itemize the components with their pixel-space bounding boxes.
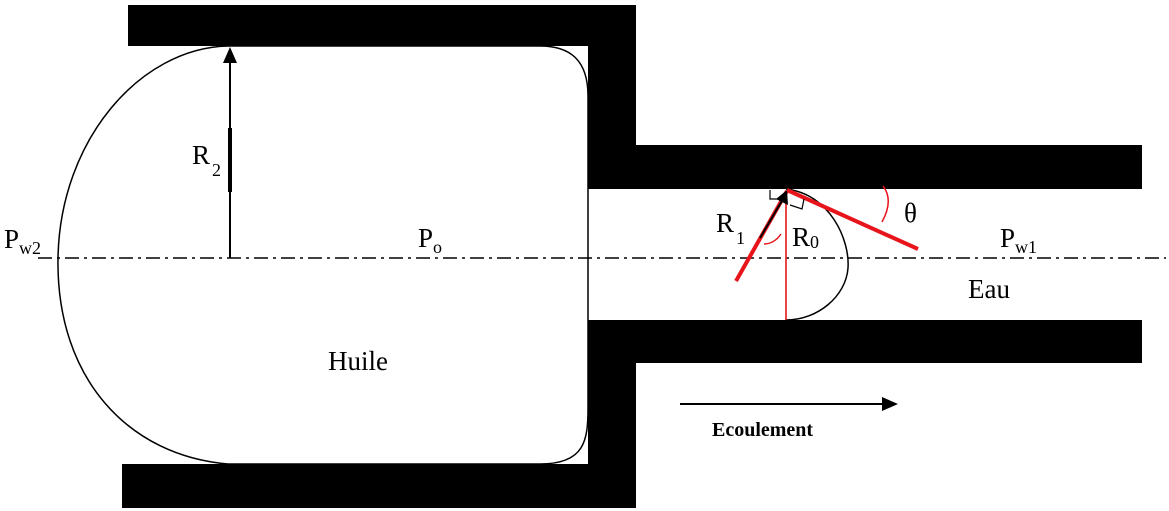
r1-angle-arc (763, 233, 782, 245)
r1-radius-arrow (759, 190, 788, 239)
tangent-line (786, 188, 919, 251)
pw2-label: Pw2 (4, 224, 41, 258)
theta-angle-arc (881, 185, 889, 223)
po-label: Po (418, 223, 442, 257)
r0-label: R0 (792, 222, 819, 252)
flow-label: Ecoulement (712, 419, 813, 441)
pw1-label: Pw1 (1000, 223, 1037, 257)
theta-label: θ (904, 198, 917, 228)
oil-drop-interface (57, 45, 589, 465)
right-angle-markers (769, 190, 805, 210)
channel-walls (122, 5, 1142, 508)
flow-arrow (680, 397, 898, 411)
throat-meniscus (785, 188, 849, 321)
water-label: Eau (968, 274, 1010, 304)
r2-radius-arrow (223, 47, 237, 258)
upper-wall (128, 5, 1142, 189)
lower-wall (122, 320, 1142, 508)
oil-label: Huile (328, 346, 388, 376)
